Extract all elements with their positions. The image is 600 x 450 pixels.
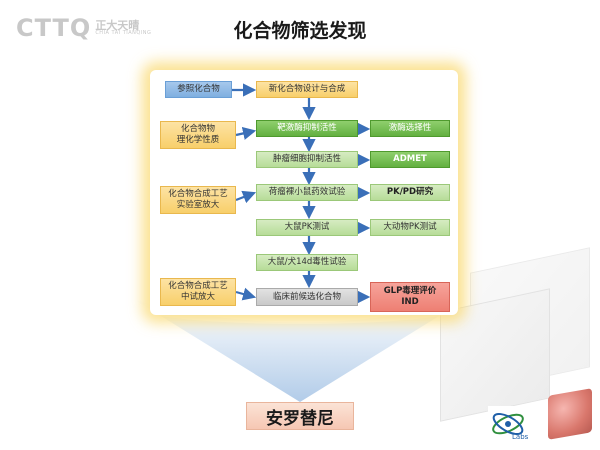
flow-box-14d-toxicity: 大鼠/犬14d毒性试验 <box>256 254 358 271</box>
page-title: 化合物筛选发现 <box>233 20 367 42</box>
company-logo: CTTQ 正大天晴 CHIA TAI TIANQING <box>16 14 151 42</box>
flow-box-lab-scale-synthesis: 化合物合成工艺 实验室放大 <box>160 186 236 214</box>
flow-box-reference-compound: 参照化合物 <box>165 81 232 98</box>
logo-letters: CTTQ <box>16 14 92 42</box>
flow-box-new-compound-design: 新化合物设计与合成 <box>256 81 358 98</box>
labs-logo: Labs <box>488 406 528 442</box>
flow-box-xenograft-efficacy: 荷瘤裸小鼠药效试验 <box>256 184 358 201</box>
logo-chinese-name: 正大天晴 <box>95 19 140 32</box>
flow-box-admet: ADMET <box>370 151 450 168</box>
flow-box-preclinical-candidate: 临床前候选化合物 <box>256 288 358 306</box>
flow-box-tumor-cell-inhibition: 肿瘤细胞抑制活性 <box>256 151 358 168</box>
flow-box-kinase-selectivity: 激酶选择性 <box>370 120 450 137</box>
flow-box-target-kinase-inhibition: 靶激酶抑制活性 <box>256 120 358 137</box>
flow-box-large-animal-pk: 大动物PK测试 <box>370 219 450 236</box>
flow-box-rat-pk: 大鼠PK测试 <box>256 219 358 236</box>
product-name-label: 安罗替尼 <box>246 402 354 430</box>
svg-text:Labs: Labs <box>512 433 528 441</box>
flow-box-physicochemical-properties: 化合物物 理化学性质 <box>160 121 236 149</box>
flow-box-pilot-scale-synthesis: 化合物合成工艺 中试放大 <box>160 278 236 306</box>
flow-box-pk-pd-study: PK/PD研究 <box>370 184 450 201</box>
logo-english-name: CHIA TAI TIANQING <box>95 30 152 36</box>
flow-box-glp-toxicology-ind: GLP毒理评价 IND <box>370 282 450 312</box>
